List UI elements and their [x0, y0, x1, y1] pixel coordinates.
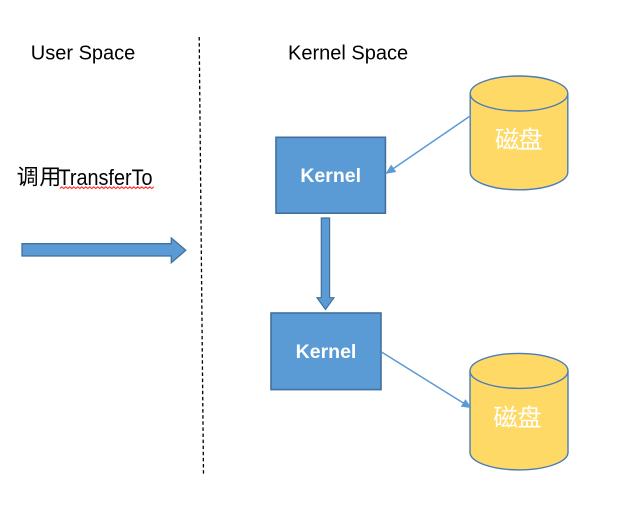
svg-text:Kernel Space: Kernel Space — [288, 43, 408, 65]
svg-text:TransferTo: TransferTo — [59, 165, 153, 190]
svg-text:User Space: User Space — [31, 43, 136, 65]
svg-text:Kernel: Kernel — [300, 165, 361, 187]
svg-text:Kernel: Kernel — [296, 341, 357, 363]
